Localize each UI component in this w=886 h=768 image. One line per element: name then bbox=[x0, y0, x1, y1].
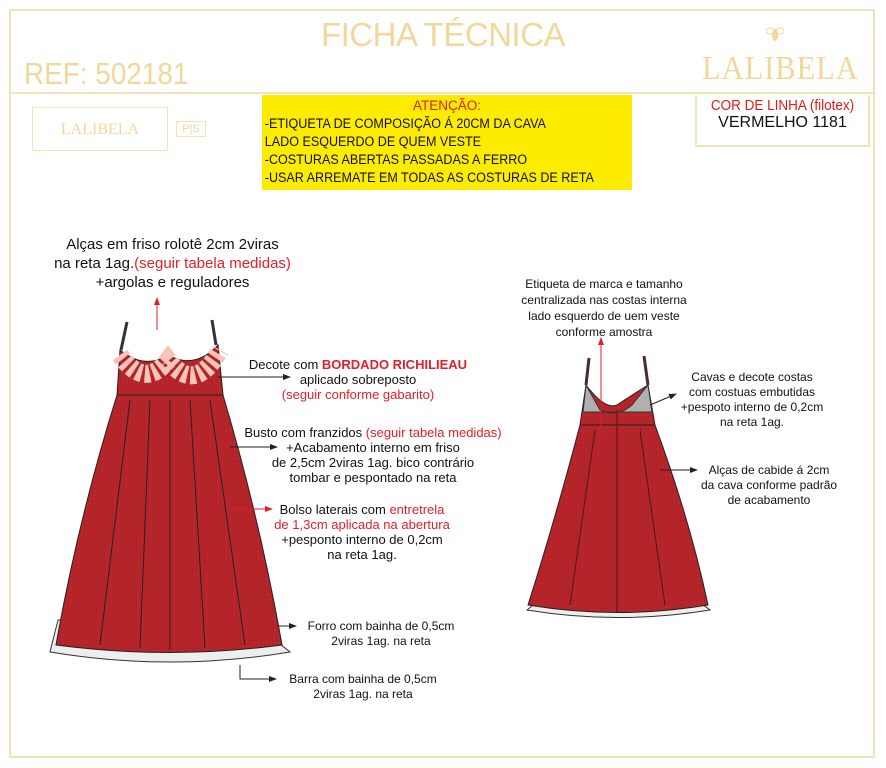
note-line: de 2,5cm 2viras 1ag. bico contrário bbox=[271, 455, 475, 470]
back-facing bbox=[582, 383, 653, 414]
note-line: +Acabamento interno em friso bbox=[286, 440, 460, 455]
note-line: Barra com bainha de 0,5cm bbox=[289, 672, 437, 686]
thread-color-box: COR DE LINHA (filotex) VERMELHO 1181 bbox=[695, 95, 870, 147]
attention-box: ATENÇÃO: -ETIQUETA DE COMPOSIÇÃO Á 20CM … bbox=[262, 95, 632, 190]
lining-note: Forro com bainha de 0,5cm 2viras 1ag. na… bbox=[296, 619, 466, 649]
size-label-sample: P|S bbox=[176, 121, 206, 137]
note-highlight: BORDADO RICHILIEAU bbox=[321, 357, 468, 372]
note-text: Bolso laterais com bbox=[279, 502, 390, 517]
note-line: +pespoto interno de 0,2cm bbox=[680, 400, 824, 414]
note-line: Forro com bainha de 0,5cm bbox=[307, 619, 455, 633]
header-divider bbox=[9, 92, 875, 94]
note-line: aplicado sobreposto bbox=[299, 372, 417, 387]
front-dress-drawing bbox=[49, 319, 292, 663]
hanger-loop-note: Alças de cabide á 2cm da cava conforme p… bbox=[694, 463, 844, 508]
attention-line: -COSTURAS ABERTAS PASSADAS A FERRO bbox=[264, 152, 528, 167]
richelieu-embroidery bbox=[112, 345, 228, 385]
note-line: lado esquerdo de uem veste bbox=[528, 309, 680, 323]
bust-note: Busto com franzidos (seguir tabela medid… bbox=[238, 425, 508, 485]
attention-line: -ETIQUETA DE COMPOSIÇÃO Á 20CM DA CAVA bbox=[264, 116, 546, 131]
neckline-note: Decote com BORDADO RICHILIEAU aplicado s… bbox=[238, 357, 478, 402]
note-line: Cavas e decote costas bbox=[691, 370, 813, 384]
back-bodice bbox=[579, 383, 656, 426]
pocket-note: Bolso laterais com entretrela de 1,3cm a… bbox=[262, 502, 462, 562]
note-line: Alças de cabide á 2cm bbox=[708, 463, 830, 477]
attention-line: -USAR ARREMATE EM TODAS AS COSTURAS DE R… bbox=[264, 170, 594, 185]
note-text: Decote com bbox=[248, 357, 322, 372]
front-skirt bbox=[55, 394, 283, 653]
note-line: com costuas embutidas bbox=[688, 385, 816, 399]
back-skirt bbox=[527, 424, 709, 613]
armhole-arrow bbox=[649, 393, 677, 406]
brand-label-sample: LALIBELA bbox=[32, 107, 168, 151]
note-line: tombar e pespontado na reta bbox=[289, 470, 457, 485]
note-line: Etiqueta de marca e tamanho bbox=[525, 277, 683, 291]
bee-logo-icon bbox=[766, 27, 784, 41]
note-line: Bolso laterais com entretrela bbox=[262, 502, 462, 517]
note-line: na reta 1ag. bbox=[719, 415, 785, 429]
note-line: na reta 1ag. bbox=[327, 547, 397, 562]
note-line: 2viras 1ag. na reta bbox=[331, 634, 431, 648]
armhole-note: Cavas e decote costas com costuas embuti… bbox=[672, 370, 832, 430]
note-line: (seguir conforme gabarito) bbox=[281, 387, 435, 402]
note-text: Busto com franzidos bbox=[244, 425, 366, 440]
note-line: Decote com BORDADO RICHILIEAU bbox=[238, 357, 478, 372]
straps-note: Alças em friso rolotê 2cm 2viras na reta… bbox=[40, 235, 305, 292]
note-line: +argolas e reguladores bbox=[95, 274, 250, 291]
hem-note: Barra com bainha de 0,5cm 2viras 1ag. na… bbox=[278, 672, 448, 702]
note-line: centralizada nas costas interna bbox=[521, 293, 687, 307]
brand-logo: LALIBELA bbox=[702, 50, 859, 87]
note-highlight: entretrela bbox=[389, 502, 445, 517]
note-line: 2viras 1ag. na reta bbox=[313, 687, 413, 701]
front-straps bbox=[119, 319, 218, 351]
note-line: da cava conforme padrão bbox=[700, 478, 838, 492]
front-pleats bbox=[99, 399, 246, 650]
note-line: de acabamento bbox=[727, 493, 811, 507]
attention-heading: ATENÇÃO: bbox=[412, 98, 481, 113]
reference-code: REF: 502181 bbox=[24, 56, 189, 91]
back-seams bbox=[569, 410, 666, 612]
note-highlight: (seguir tabela medidas) bbox=[134, 255, 291, 272]
page-title: FICHA TÉCNICA bbox=[320, 16, 566, 53]
note-line: +pesponto interno de 0,2cm bbox=[281, 532, 443, 547]
note-line: de 1,3cm aplicada na abertura bbox=[274, 517, 450, 532]
note-line: Busto com franzidos (seguir tabela medid… bbox=[238, 425, 508, 440]
thread-color-value: VERMELHO 1181 bbox=[718, 114, 847, 131]
thread-color-heading: COR DE LINHA (filotex) bbox=[710, 97, 855, 114]
note-highlight: (seguir tabela medidas) bbox=[365, 425, 502, 440]
attention-line: LADO ESQUERDO DE QUEM VESTE bbox=[264, 134, 482, 149]
note-text: na reta 1ag. bbox=[54, 255, 135, 272]
back-straps bbox=[584, 355, 650, 386]
back-label-note: Etiqueta de marca e tamanho centralizada… bbox=[504, 276, 704, 340]
back-dress-drawing bbox=[525, 355, 712, 618]
note-line: Alças em friso rolotê 2cm 2viras bbox=[66, 236, 279, 253]
note-line: na reta 1ag.(seguir tabela medidas) bbox=[40, 254, 305, 273]
hem-arrow bbox=[239, 665, 277, 682]
page-frame bbox=[9, 9, 875, 758]
note-line: conforme amostra bbox=[555, 325, 653, 339]
